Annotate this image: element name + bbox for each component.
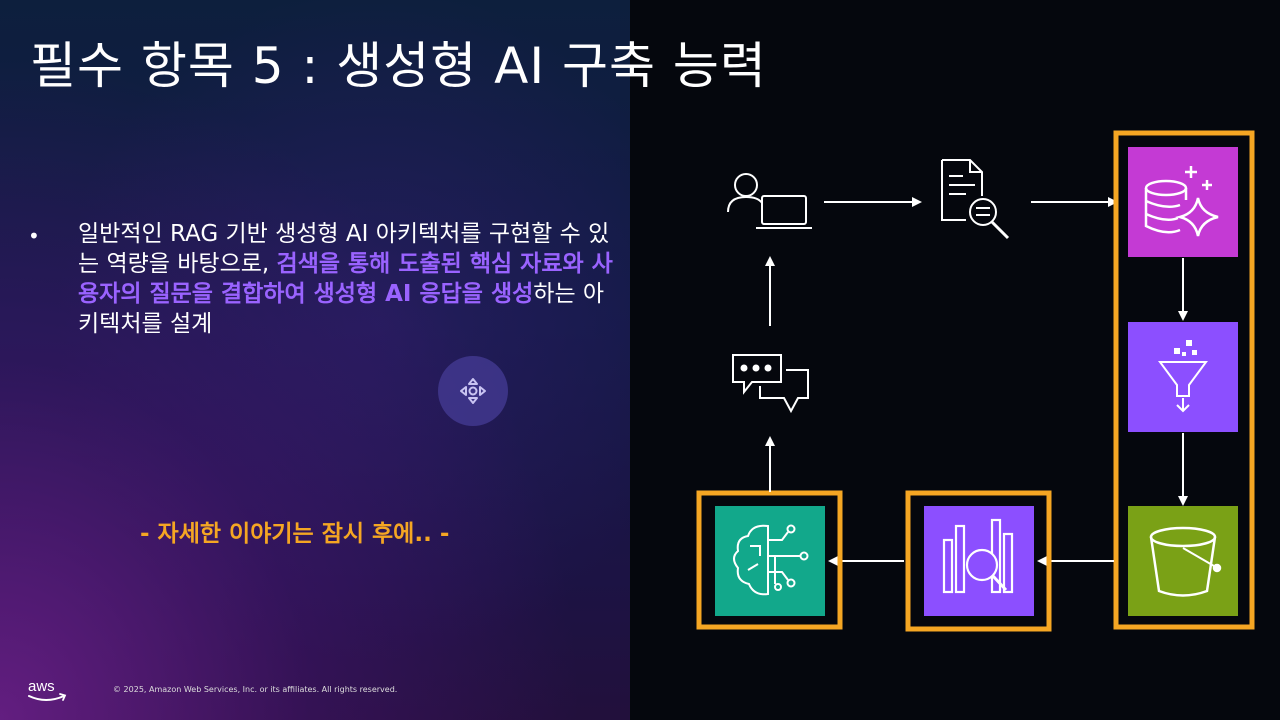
highlight-border-pipeline [1113,130,1255,630]
bullet-text-part1: 일반적인 RAG 기반 생성형 AI 아키텍처를 구현할 수 있는 역량을 바탕… [78,221,610,277]
aws-logo-text: aws [28,678,55,695]
slide-title: 필수 항목 5 : 생성형 AI 구축 능력 [30,37,767,95]
arrow-ingestion-to-s3 [1178,433,1188,506]
bullet-marker: • [28,224,40,248]
s3-bucket-icon [1128,506,1238,616]
aws-logo: aws [28,678,67,701]
arrow-opensearch-to-model [828,556,904,566]
user-laptop-icon [727,173,812,229]
bullet-text-highlight: 검색을 통해 도출된 핵심 자료와 사용자의 질문을 결합하여 생성형 AI 응… [78,251,613,307]
chat-icon [732,354,809,414]
bullet-text: 일반적인 RAG 기반 생성형 AI 아키텍처를 구현할 수 있는 역량을 바탕… [78,219,618,339]
document-search-icon [941,159,1010,240]
move-icon [460,378,486,404]
knowledge-base-icon [1128,147,1238,257]
left-panel-background [0,0,630,720]
arrow-user-to-document [824,197,922,207]
bedrock-model-icon [715,506,825,616]
bullet-text-part2: 하는 아키텍처를 설계 [78,281,605,337]
rag-architecture-diagram [696,130,1255,632]
arrow-document-to-knowledge-base [1031,197,1118,207]
arrow-kb-to-ingestion [1178,258,1188,321]
highlight-border-vector-store [905,490,1052,632]
highlight-border-model [696,490,843,630]
data-ingestion-icon [1128,322,1238,432]
arrow-chat-to-user [765,256,775,326]
move-handle-button[interactable] [438,356,508,426]
arrow-model-to-chat [765,436,775,492]
arrow-s3-to-opensearch [1037,556,1114,566]
copyright-text: © 2025, Amazon Web Services, Inc. or its… [113,685,398,694]
note-text: - 자세한 이야기는 잠시 후에.. - [140,521,450,547]
opensearch-icon [924,506,1034,616]
